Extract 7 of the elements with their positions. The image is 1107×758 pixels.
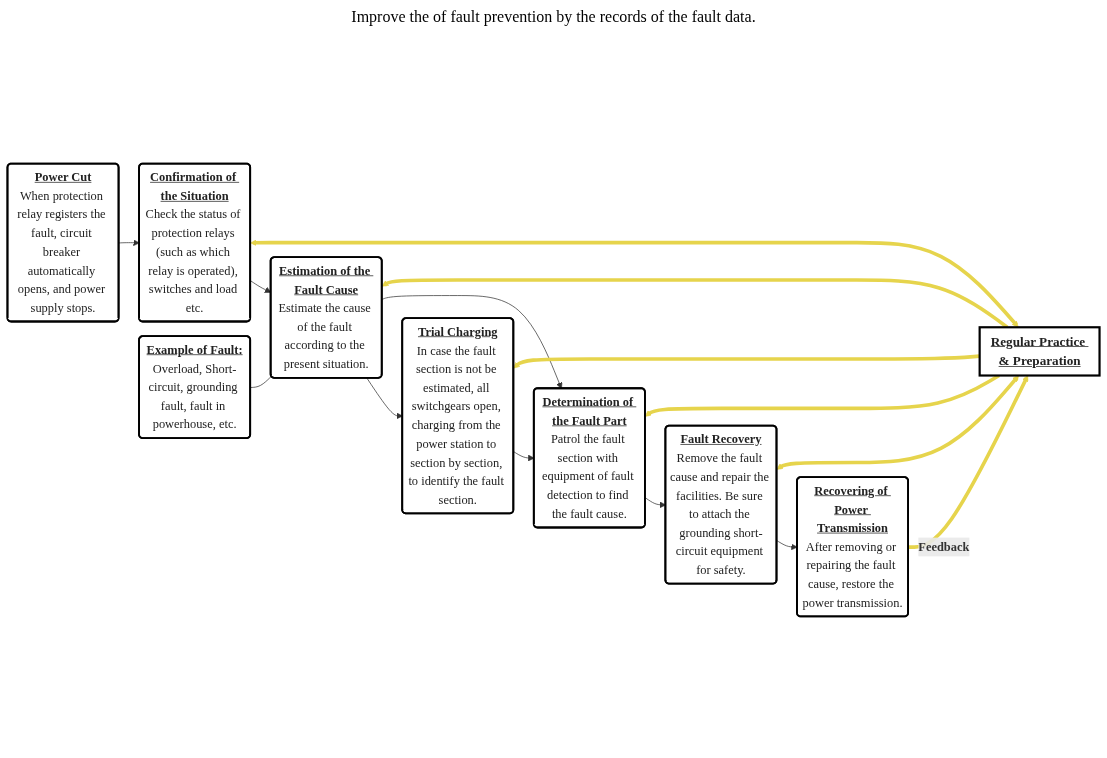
arrow [776, 375, 1019, 470]
arrow [513, 354, 980, 369]
connector [250, 375, 272, 388]
edge-label: Feedback [918, 539, 970, 554]
note-text: Improve the of fault prevention by the records of the fault data. [351, 8, 756, 26]
node-box: Regular Practice & Preparation [978, 326, 1101, 377]
arrow [908, 375, 1029, 549]
